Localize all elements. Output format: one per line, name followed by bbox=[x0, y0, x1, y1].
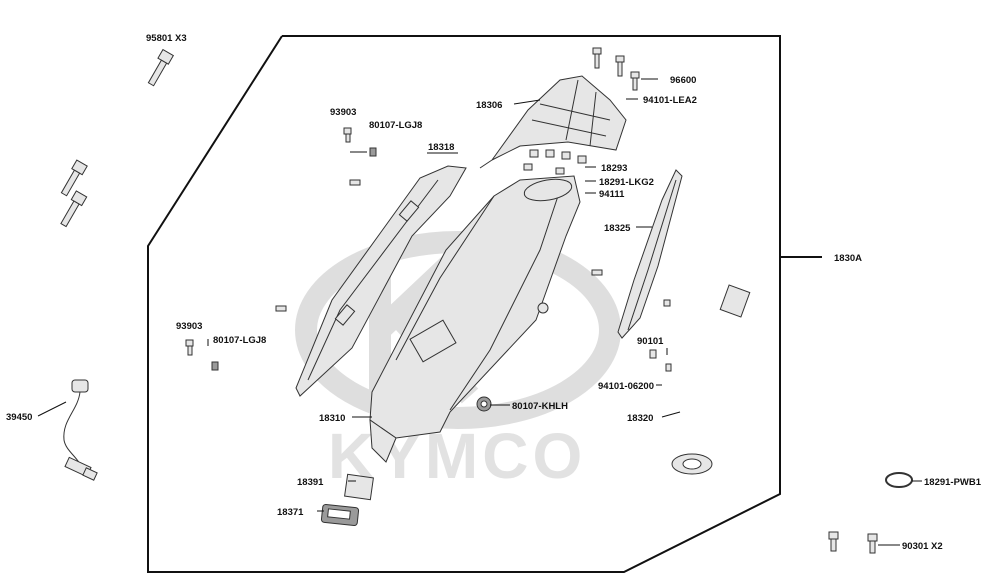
part-label: 90301 X2 bbox=[902, 541, 943, 552]
part-label: 18306 bbox=[476, 100, 502, 111]
gasket-icon bbox=[885, 472, 913, 488]
part-label: 18310 bbox=[319, 413, 345, 424]
part-label: 80107-KHLH bbox=[512, 401, 568, 412]
part-label: 18318 bbox=[428, 142, 454, 153]
flange-nut-icon bbox=[476, 396, 492, 412]
muffler-icon bbox=[369, 175, 581, 463]
part-label: 93903 bbox=[330, 107, 356, 118]
part-label: 1830A bbox=[834, 253, 862, 264]
part-label: 80107-LGJ8 bbox=[369, 120, 422, 131]
part-label: 94101-LEA2 bbox=[643, 95, 697, 106]
end-cap-icon bbox=[320, 503, 360, 527]
part-label: 94101-06200 bbox=[598, 381, 654, 392]
heat-shield-icon bbox=[295, 165, 467, 397]
cover-bolts-icon bbox=[592, 47, 640, 91]
muffler-cover-icon bbox=[479, 75, 627, 169]
part-label: 39450 bbox=[6, 412, 32, 423]
leader-lines bbox=[37, 78, 922, 546]
part-label: 18320 bbox=[627, 413, 653, 424]
oxygen-sensor-icon bbox=[63, 379, 98, 481]
side-heat-shield-icon bbox=[617, 169, 683, 339]
part-label: 90101 bbox=[637, 336, 664, 347]
part-labels: 95801 X3 93903 80107-LGJ8 18318 18306 96… bbox=[6, 33, 982, 552]
assembly-boundary bbox=[147, 35, 781, 573]
tail-pipe-icon bbox=[344, 473, 374, 501]
part-label: 18325 bbox=[604, 223, 631, 234]
part-label: 18293 bbox=[601, 163, 627, 174]
collar-set-icon bbox=[523, 149, 587, 175]
part-label: 96600 bbox=[670, 75, 696, 86]
small-fasteners-icon bbox=[185, 127, 672, 372]
part-label: 18391 bbox=[297, 477, 324, 488]
part-label: 94111 bbox=[599, 189, 625, 200]
small-bolts-icon bbox=[828, 531, 878, 554]
part-label: 18291-PWB1 bbox=[924, 477, 982, 488]
bolt-set-icon bbox=[60, 48, 175, 228]
part-label: 93903 bbox=[176, 321, 202, 332]
part-label: 95801 X3 bbox=[146, 33, 187, 44]
exhaust-pipe-icon bbox=[671, 284, 751, 475]
part-label: 18371 bbox=[277, 507, 304, 518]
part-label: 80107-LGJ8 bbox=[213, 335, 266, 346]
part-label: 18291-LKG2 bbox=[599, 177, 654, 188]
